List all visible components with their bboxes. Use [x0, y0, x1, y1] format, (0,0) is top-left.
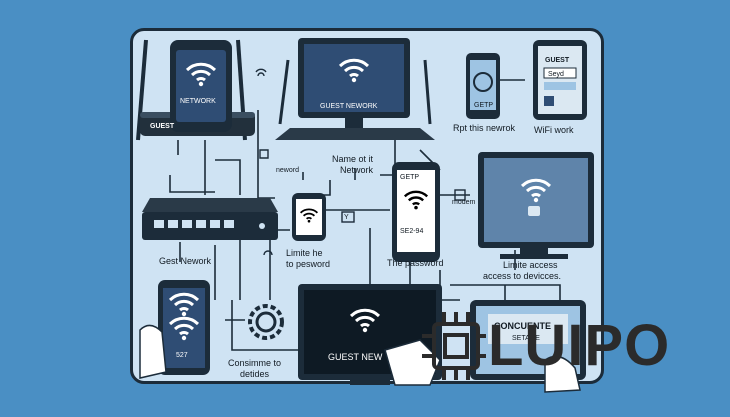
the-password-label: The password [387, 258, 444, 268]
monitor-top-label: GUEST NEWORK [320, 103, 378, 110]
phone-top [170, 40, 232, 132]
phone-top-label: NETWORK [180, 98, 216, 105]
phone-question-label: GETP [474, 102, 494, 109]
rpt-label: Rpt this newrok [453, 123, 516, 133]
small-icons [255, 68, 466, 256]
tablet-top [533, 40, 587, 120]
small-phone-mid [292, 193, 326, 241]
gest-network-label: Gest Nework [159, 256, 212, 266]
network-label: Network [340, 165, 374, 175]
modem-mid [142, 198, 278, 240]
limite-access-label: Limite access [503, 260, 558, 270]
modem-label: modem [452, 199, 476, 206]
phone-bottom-label: 527 [176, 352, 188, 359]
detides-label: detides [240, 369, 270, 379]
tablet-bottom [470, 300, 586, 393]
limite-he-label: Limite he [286, 248, 323, 258]
tv-guest-label: GUEST NEW [328, 352, 383, 362]
monitor-top [275, 38, 435, 140]
to-pesword-label: to pesword [286, 259, 331, 269]
access-devices-label: access to devicces. [483, 271, 562, 281]
phone-question [466, 53, 500, 119]
phone-center [392, 162, 440, 262]
wifi-work-label: WiFi work [534, 125, 574, 135]
watermark-text: LUIPO [488, 313, 671, 378]
monitor-right [478, 152, 594, 259]
tablet-field-label: Seyd [548, 71, 564, 78]
getp-label: GETP [400, 174, 420, 181]
phone-code-label: SE2-94 [400, 228, 424, 235]
router-label: GUEST [150, 123, 175, 130]
gear-icon [248, 304, 284, 340]
watermark-chip-icon [422, 312, 486, 380]
consimme-label: Consimme to [228, 358, 282, 368]
tv-bottom [298, 284, 442, 386]
neword-label: neword [276, 167, 299, 174]
phone-bottom [139, 280, 210, 379]
concuente-label: CONCUENTE [494, 321, 552, 331]
tablet-guest-label: GUEST [545, 57, 570, 64]
setage-label: SETAGE [512, 335, 540, 342]
y-box-label: Y [344, 214, 349, 221]
name-it-label: Name ot it [332, 154, 374, 164]
